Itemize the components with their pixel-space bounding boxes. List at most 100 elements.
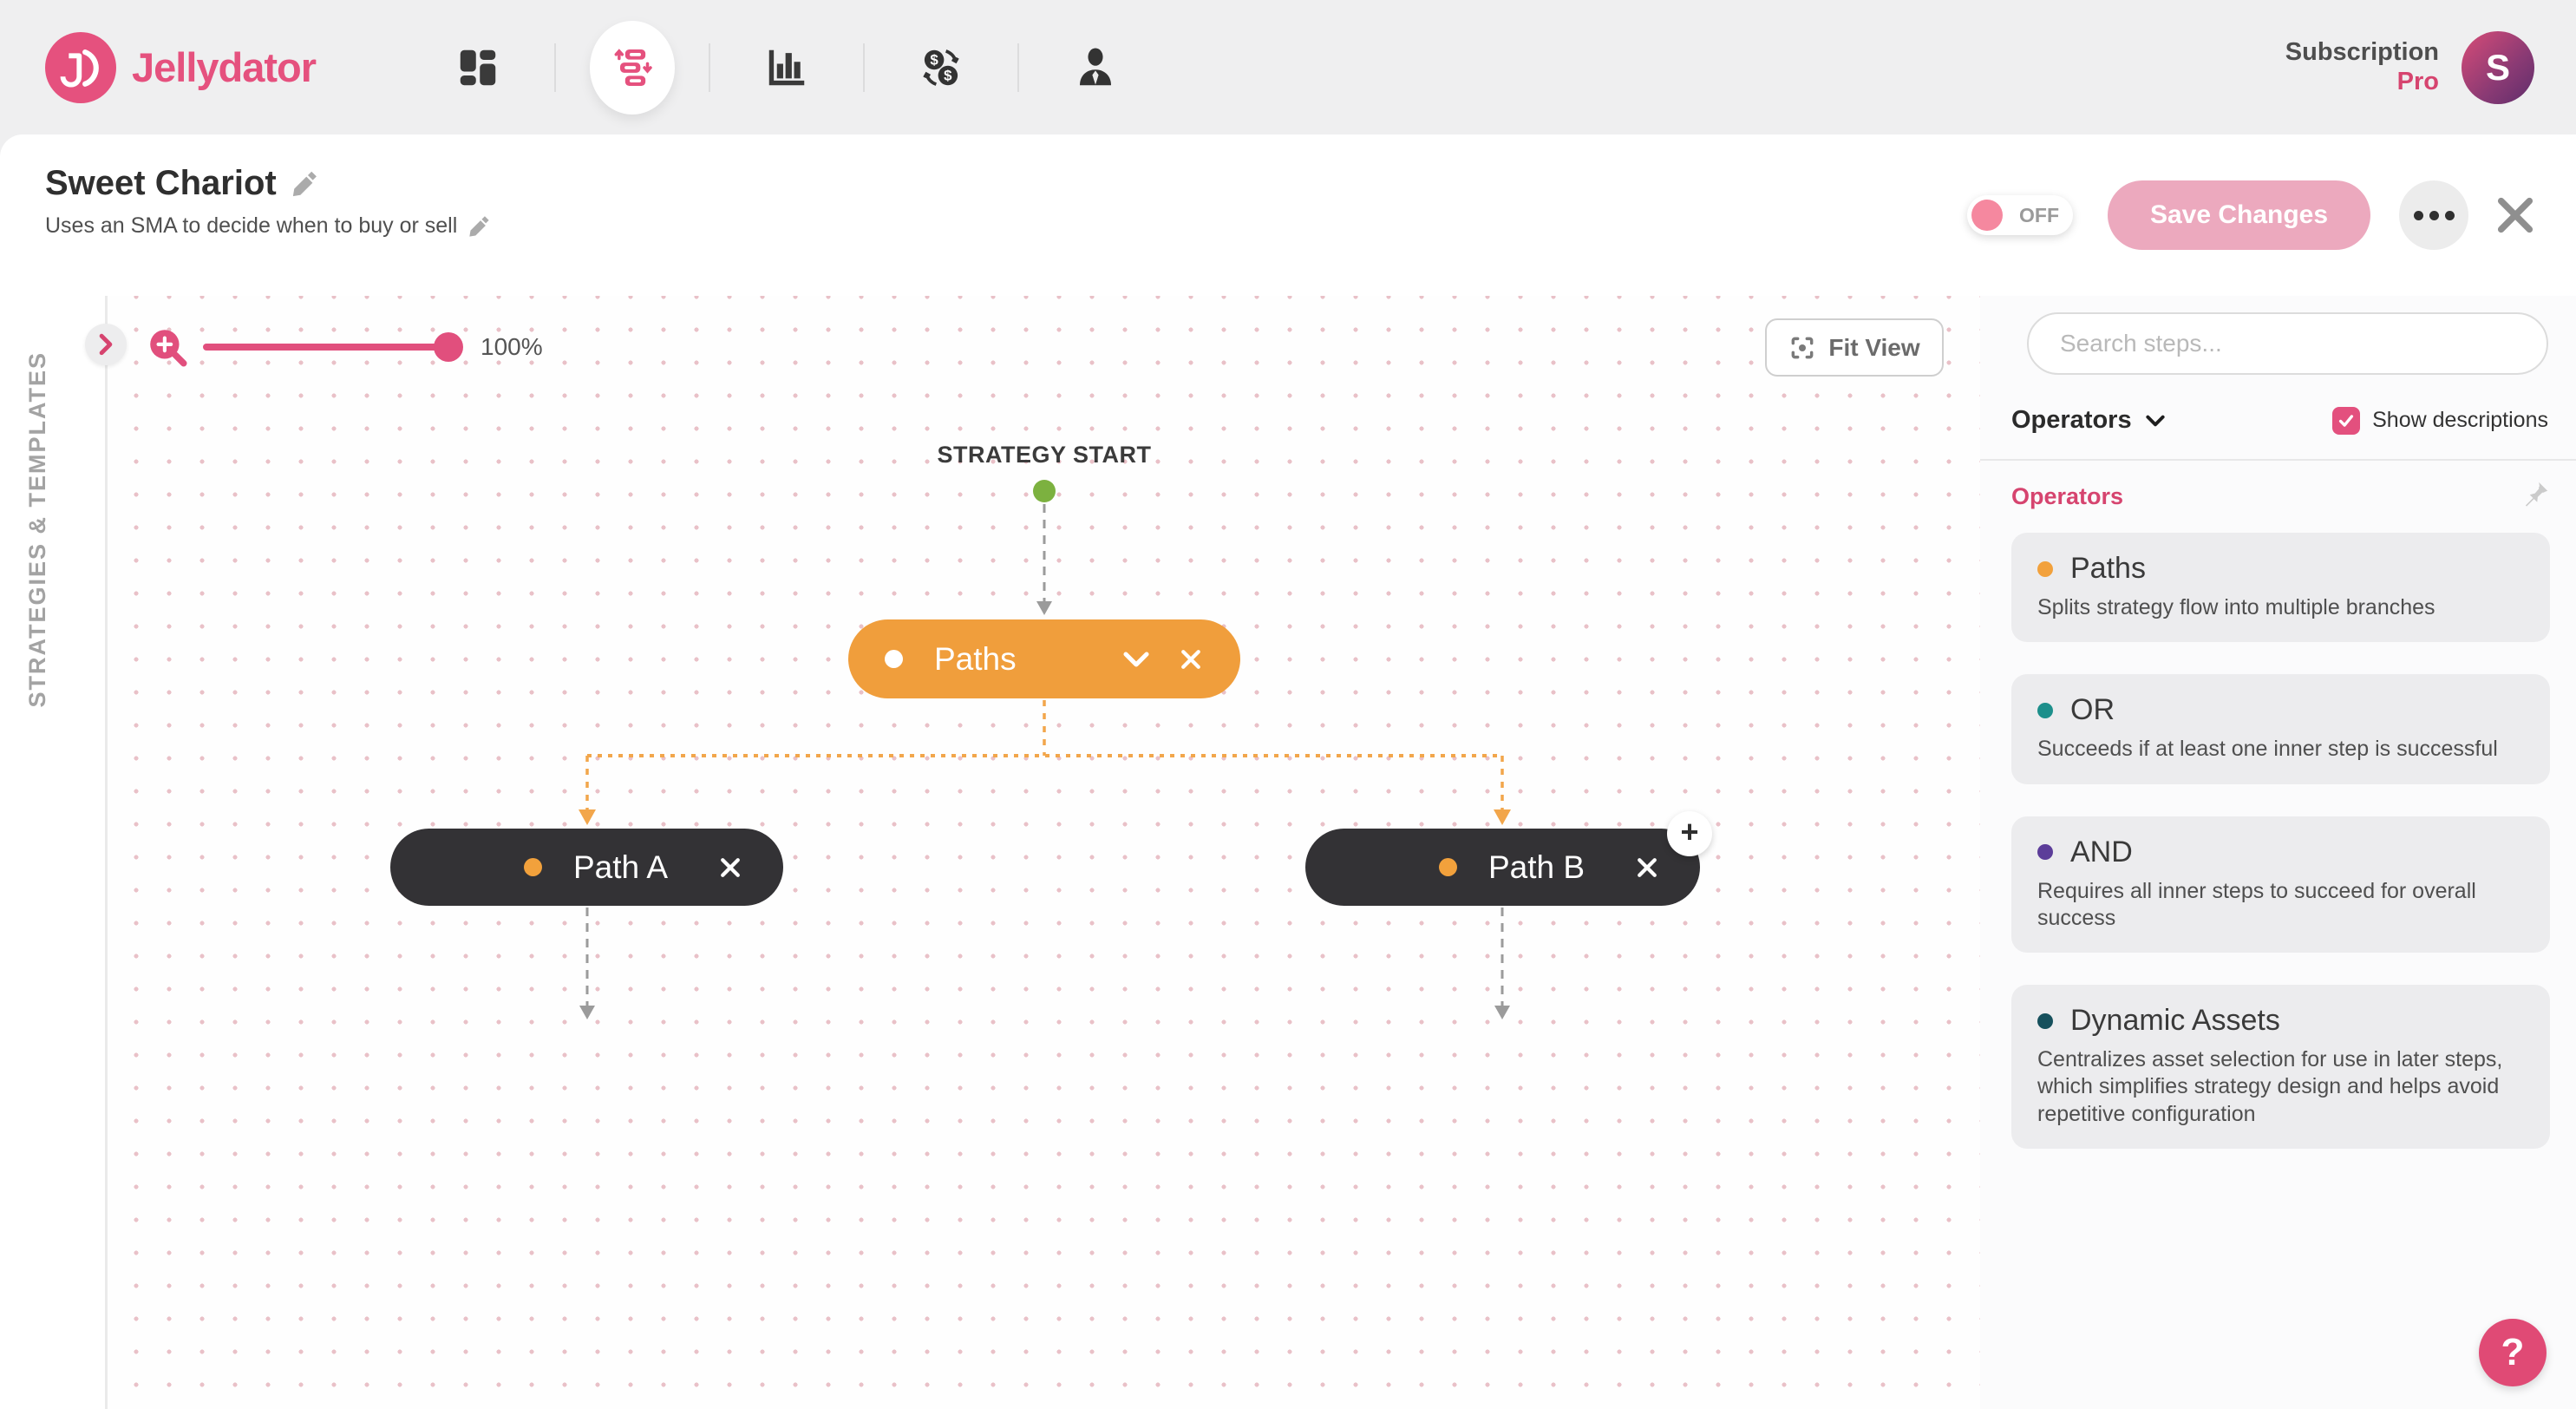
node-bullet [524, 858, 542, 876]
expand-rail-button[interactable] [85, 324, 127, 365]
operator-description: Centralizes asset selection for use in l… [2037, 1047, 2503, 1126]
svg-text:$: $ [930, 51, 938, 68]
nav-divider [554, 43, 556, 92]
delete-node-icon[interactable] [717, 855, 743, 881]
subscription-tier: Pro [2396, 67, 2439, 95]
strategy-flow-icon [614, 48, 652, 86]
operator-card-and[interactable]: AND Requires all inner steps to succeed … [2011, 816, 2550, 953]
operators-section: Operators Paths Splits strategy flow int… [1980, 459, 2576, 1149]
operators-section-title: Operators [2011, 483, 2124, 509]
checkbox-checked-icon[interactable] [2332, 406, 2361, 435]
nav-account[interactable] [1018, 0, 1173, 134]
subscription-label: Subscription [2285, 38, 2439, 67]
step-group-selector[interactable]: Operators [2011, 406, 2167, 435]
search-steps-input[interactable] [2027, 312, 2548, 375]
zoom-percentage: 100% [481, 333, 543, 360]
edit-title-icon[interactable] [291, 169, 320, 199]
node-path-a[interactable]: Path A [390, 829, 783, 906]
operator-description: Splits strategy flow into multiple branc… [2037, 595, 2435, 619]
account-area: Subscription Pro S [2285, 0, 2534, 134]
close-icon [2497, 197, 2534, 233]
workspace: STRATEGIES & TEMPLATES 100% [0, 296, 2576, 1409]
subscription-info: Subscription Pro [2285, 38, 2439, 96]
fit-view-label: Fit View [1828, 333, 1920, 361]
jellydator-logo-icon [45, 31, 116, 103]
strategy-controls: OFF Save Changes [1967, 134, 2540, 296]
node-bullet [885, 650, 903, 668]
operator-title: AND [2070, 835, 2133, 868]
operator-dot [2037, 702, 2053, 718]
panel-controls: Operators Show descriptions [2011, 406, 2548, 435]
show-descriptions-label: Show descriptions [2372, 408, 2548, 432]
strategy-description: Uses an SMA to decide when to buy or sel… [45, 213, 458, 238]
avatar[interactable]: S [2462, 30, 2534, 104]
strategy-enabled-toggle[interactable]: OFF [1967, 195, 2073, 235]
strategy-title: Sweet Chariot [45, 164, 277, 202]
show-descriptions-toggle[interactable]: Show descriptions [2332, 406, 2548, 435]
zoom-slider[interactable] [203, 332, 463, 362]
strategy-start-label: STRATEGY START [937, 442, 1152, 468]
more-options-button[interactable] [2399, 180, 2468, 250]
nav-divider [709, 43, 710, 92]
toggle-knob [1971, 200, 2003, 231]
add-step-button[interactable]: + [1667, 811, 1712, 856]
analytics-icon [768, 49, 805, 85]
node-path-a-label: Path A [573, 849, 669, 885]
chevron-down-icon [2145, 415, 2165, 426]
operator-dot [2037, 560, 2053, 577]
operator-card-or[interactable]: OR Succeeds if at least one inner step i… [2011, 674, 2550, 784]
edit-description-icon[interactable] [467, 214, 492, 239]
zoom-slider-handle[interactable] [434, 332, 463, 362]
strategy-title-block: Sweet Chariot Uses an SMA to decide when… [45, 164, 492, 239]
ellipsis-icon [2413, 210, 2423, 220]
dashboard-icon [460, 49, 496, 85]
nav-divider [1017, 43, 1019, 92]
close-editor-button[interactable] [2490, 190, 2540, 240]
zoom-in-icon[interactable] [146, 325, 189, 369]
chevron-right-icon [99, 333, 113, 356]
node-bullet [1439, 858, 1457, 876]
node-path-b[interactable]: Path B + [1305, 811, 1712, 906]
operator-dot [2037, 844, 2053, 860]
svg-text:$: $ [944, 67, 952, 83]
operator-dot [2037, 1013, 2053, 1029]
nav-exchange[interactable]: $ $ [864, 0, 1018, 134]
strategy-canvas[interactable]: 100% Fit View STRATEGY START [85, 296, 1980, 1409]
content-area: Sweet Chariot Uses an SMA to decide when… [0, 134, 2576, 1409]
exchange-icon: $ $ [923, 49, 959, 86]
strategy-start-handle[interactable] [1033, 480, 1056, 502]
operator-title: Paths [2070, 552, 2146, 585]
node-paths[interactable]: Paths [848, 619, 1240, 698]
node-path-b-label: Path B [1488, 849, 1585, 885]
pin-icon[interactable] [2520, 480, 2550, 509]
nav-divider [863, 43, 865, 92]
rail-label: STRATEGIES & TEMPLATES [24, 351, 50, 708]
zoom-control: 100% [146, 324, 543, 370]
operator-description: Requires all inner steps to succeed for … [2037, 878, 2476, 930]
avatar-initial: S [2485, 46, 2510, 88]
delete-node-icon[interactable] [1634, 855, 1660, 881]
operator-card-dynamic-assets[interactable]: Dynamic Assets Centralizes asset selecti… [2011, 985, 2550, 1149]
steps-panel: Operators Show descriptions Operators [1980, 296, 2576, 1409]
delete-node-icon[interactable] [1178, 646, 1204, 672]
operator-card-paths[interactable]: Paths Splits strategy flow into multiple… [2011, 533, 2550, 643]
nav-strategies-active[interactable] [555, 0, 709, 134]
nav-dashboard[interactable] [401, 0, 555, 134]
fit-view-button[interactable]: Fit View [1765, 318, 1944, 377]
question-mark-icon: ? [2501, 1331, 2525, 1373]
save-changes-button[interactable]: Save Changes [2108, 180, 2370, 250]
toggle-state-label: OFF [2019, 203, 2059, 226]
group-selector-label: Operators [2011, 406, 2132, 434]
account-icon [1080, 48, 1111, 85]
nav-analytics[interactable] [709, 0, 864, 134]
topbar: Jellydator [0, 0, 2576, 134]
help-button[interactable]: ? [2479, 1319, 2547, 1386]
collapse-node-icon[interactable] [1121, 649, 1152, 670]
operator-title: OR [2070, 693, 2115, 727]
fit-view-icon [1791, 337, 1814, 358]
operator-description: Succeeds if at least one inner step is s… [2037, 737, 2498, 762]
strategy-header: Sweet Chariot Uses an SMA to decide when… [0, 134, 2576, 296]
logo[interactable]: Jellydator [45, 0, 317, 134]
logo-wordmark: Jellydator [132, 44, 317, 90]
node-paths-label: Paths [934, 640, 1017, 677]
